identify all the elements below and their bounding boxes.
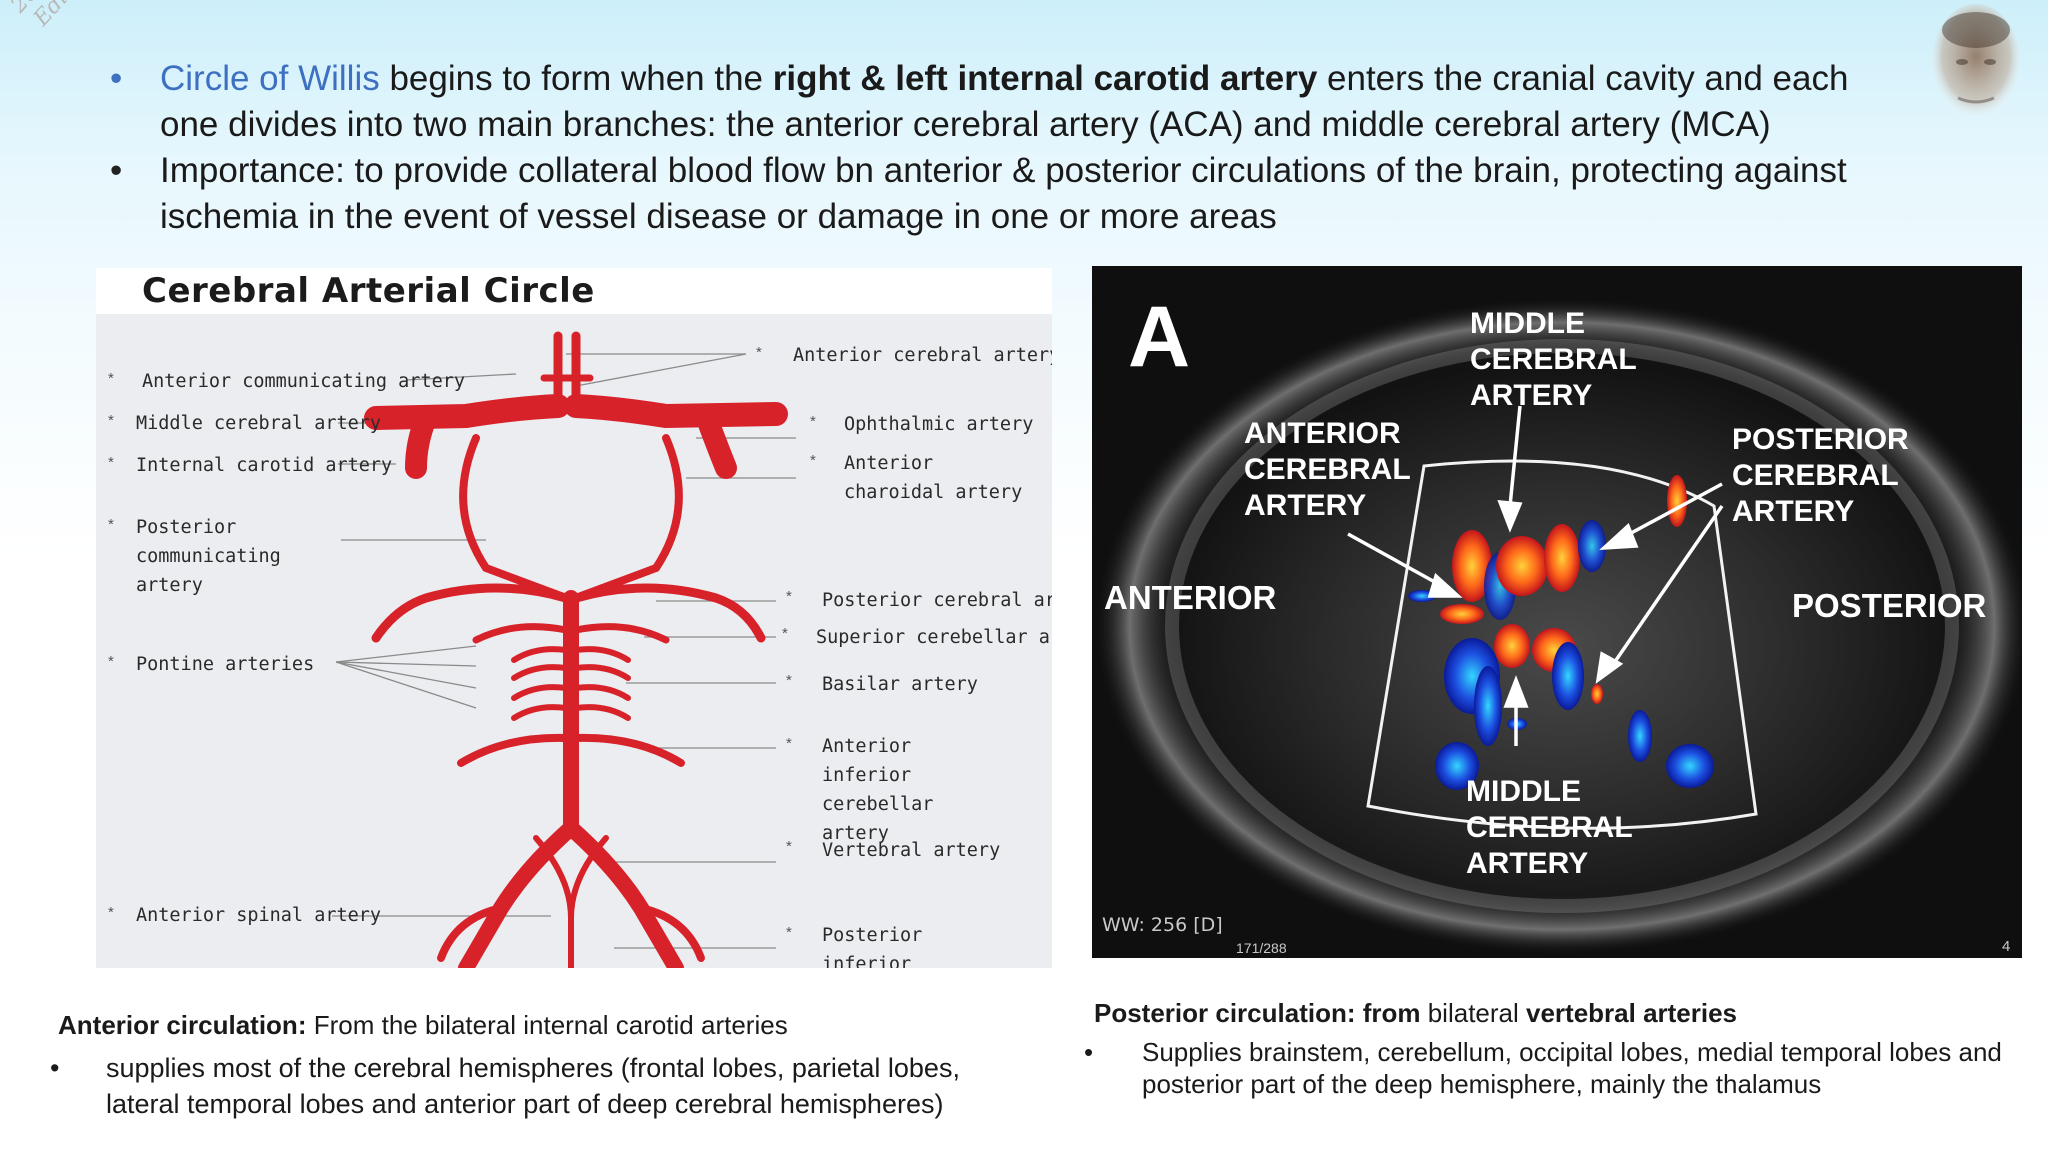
label-bullet: * <box>786 735 792 752</box>
label-anterior-inferior-cerebellar-artery: Anterior inferior cerebellar artery <box>822 736 934 844</box>
pointer-arrows <box>1347 405 1724 746</box>
label-bullet: * <box>108 904 114 921</box>
label-internal-carotid-artery: Internal carotid artery <box>136 455 393 476</box>
term-circle-of-willis: Circle of Willis <box>160 59 380 98</box>
label-vertebral-artery: Vertebral artery <box>822 840 1001 861</box>
leader-lines <box>332 353 796 949</box>
anterior-heading-rest: From the bilateral internal carotid arte… <box>306 1010 788 1040</box>
window-width-readout: WW: 256 [D] <box>1102 914 1223 936</box>
bullet1-text-b: enters the cranial cavity and each one d… <box>160 59 1849 144</box>
cerebral-arterial-circle-diagram: Cerebral Arterial Circle <box>96 268 1052 968</box>
label-anterior-spinal-artery: Anterior spinal artery <box>136 905 382 926</box>
artery-illustration <box>332 331 796 968</box>
label-bullet: * <box>786 838 792 855</box>
label-posterior-cerebral-artery: Posterior cerebral artery <box>822 590 1052 611</box>
image-page-number: 4 <box>2002 938 2011 955</box>
edition-watermark: 2020/21 Edition <box>0 0 112 43</box>
label-bullet: * <box>756 344 762 361</box>
bullet-dot: • <box>110 151 123 190</box>
label-posterior-inferior-cerebellar-artery: Posterior inferior cerebellar artery <box>822 925 923 968</box>
posterior-circulation-bullet: • Supplies brainstem, cerebellum, occipi… <box>1084 1036 2022 1100</box>
anterior-circulation-bullet: • supplies most of the cerebral hemisphe… <box>50 1050 1006 1122</box>
diagram-header <box>96 268 1052 314</box>
posterior-heading-bold-b: vertebral arteries <box>1526 998 1738 1028</box>
anterior-bullet-text: supplies most of the cerebral hemisphere… <box>106 1053 960 1119</box>
label-anterior-cerebral-artery: ANTERIOR CEREBRAL ARTERY <box>1244 417 1411 522</box>
panel-letter: A <box>1128 289 1191 385</box>
bullet-dot: • <box>1084 1037 1094 1067</box>
label-posterior-cerebral-artery: POSTERIOR CEREBRAL ARTERY <box>1732 423 1909 528</box>
bullet-dot: • <box>110 59 123 98</box>
label-posterior-communicating-artery: Posterior communicating artery <box>136 517 281 596</box>
label-superior-cerebellar-artery: Superior cerebellar artery <box>816 627 1052 648</box>
label-anterior-cerebral-artery: Anterior cerebral artery <box>793 345 1052 366</box>
label-basilar-artery: Basilar artery <box>822 674 978 695</box>
frame-counter: 171/288 <box>1236 940 1287 956</box>
label-anterior-communicating-artery: Anterior communicating artery <box>142 371 466 392</box>
presenter-photo <box>1932 4 2020 120</box>
label-middle-cerebral-artery: Middle cerebral artery <box>136 413 382 434</box>
label-bullet: * <box>108 412 114 429</box>
posterior-bullet-text: Supplies brainstem, cerebellum, occipita… <box>1142 1037 2002 1099</box>
arteries <box>364 331 788 968</box>
diagram-title: Cerebral Arterial Circle <box>142 271 595 311</box>
bullet-circle-of-willis: • Circle of Willis begins to form when t… <box>110 56 1910 148</box>
bullet-importance: • Importance: to provide collateral bloo… <box>110 148 1910 240</box>
bullet-dot: • <box>50 1053 60 1083</box>
ultrasound-graphics <box>1092 296 2022 956</box>
label-middle-cerebral-artery-bottom: MIDDLE CEREBRAL ARTERY <box>1466 775 1633 880</box>
label-bullet: * <box>108 516 114 533</box>
doppler-ultrasound-image: A MIDDLE CEREBRAL ARTERY ANTERIOR CEREBR… <box>1092 266 2022 958</box>
intro-bullets: • Circle of Willis begins to form when t… <box>110 56 1910 240</box>
label-bullet: * <box>810 452 816 469</box>
label-pontine-arteries: Pontine arteries <box>136 654 315 675</box>
posterior-circulation-heading: Posterior circulation: from bilateral ve… <box>1094 996 1737 1030</box>
label-bullet: * <box>782 625 788 642</box>
label-bullet: * <box>786 672 792 689</box>
label-bullet: * <box>786 588 792 605</box>
label-posterior: POSTERIOR <box>1792 587 1987 624</box>
bullet2-text: Importance: to provide collateral blood … <box>160 151 1847 236</box>
label-bullet: * <box>786 924 792 941</box>
label-anterior: ANTERIOR <box>1104 579 1277 616</box>
label-bullet: * <box>108 454 114 471</box>
bullet1-bold: right & left internal carotid artery <box>772 59 1318 98</box>
anterior-heading-bold: Anterior circulation: <box>58 1010 307 1040</box>
posterior-heading-bold-a: Posterior circulation: from <box>1094 998 1421 1028</box>
label-ophthalmic-artery: Ophthalmic artery <box>844 414 1034 435</box>
posterior-heading-mid: bilateral <box>1420 998 1526 1028</box>
label-anterior-charoidal-artery: Anterior charoidal artery <box>844 453 1023 503</box>
bullet1-text-a: begins to form when the <box>379 59 773 98</box>
label-middle-cerebral-artery-top: MIDDLE CEREBRAL ARTERY <box>1470 307 1637 412</box>
label-bullet: * <box>810 413 816 430</box>
anterior-circulation-heading: Anterior circulation: From the bilateral… <box>58 1008 788 1042</box>
label-bullet: * <box>108 653 114 670</box>
label-bullet: * <box>108 370 114 387</box>
